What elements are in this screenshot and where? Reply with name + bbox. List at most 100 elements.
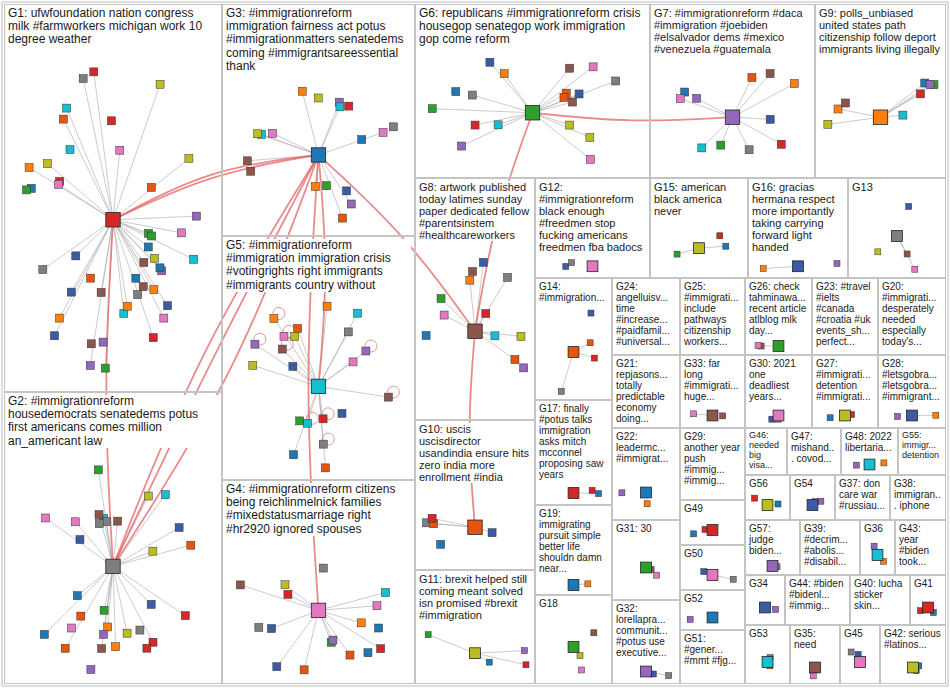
group-panel: G42: serious #latinos... [880,625,946,684]
hub-vertex [311,379,325,393]
vertex [255,623,263,631]
vertex [323,302,331,310]
vertex [560,93,568,101]
group-panel: G48: 2022 libertaria... [841,428,898,475]
group-heading: G14: #immigration... [539,281,608,303]
vertex-edge [54,220,113,336]
group-heading: G20: #immigrati... desperately needed es… [882,281,942,347]
group-heading: G24: angelluisv... time #increase... #pa… [616,281,676,347]
group-panel: G34 [745,575,785,625]
group-panel: G18 [535,595,612,684]
vertex [899,111,907,119]
group-panel: G16: gracias hermana respect more import… [748,178,848,278]
vertex [185,154,193,162]
vertex [904,251,910,257]
group-panel: G20: #immigrati... desperately needed es… [878,278,946,355]
vertex [289,362,297,370]
vertex-edge [475,653,526,665]
vertex [42,514,50,522]
vertex [875,249,881,255]
vertex [375,624,383,632]
vertex-edge [561,352,573,391]
group-heading: G10: uscis uscisdirector usandindia ensu… [419,423,531,483]
vertex [319,564,327,572]
vertex-edge [113,220,127,306]
vertex-edge [470,280,475,331]
group-heading: G50 [684,548,703,559]
vertex [114,517,122,525]
vertex [101,364,109,372]
vertex [589,487,595,493]
group-panel: G25: #immigrati... include pathways citi… [680,278,745,355]
hub-vertex [892,231,903,242]
hub-vertex [468,520,482,534]
group-panel: G24: angelluisv... time #increase... #pa… [612,278,680,355]
group-heading: G27: #immigrati... detention #immigrati.… [816,358,874,402]
vertex [466,276,474,284]
vertex-edge [533,113,591,160]
vertex [440,311,448,319]
vertex [144,243,152,251]
vertex-edge [533,81,616,113]
vertex-edge [258,134,319,155]
group-heading: G28: #letsgobra... #letsgobra... #immigr… [882,358,942,402]
vertex [848,649,854,655]
hub-vertex [694,243,705,254]
hub-vertex [311,603,325,617]
hub-vertex [840,410,851,421]
hub-vertex [807,500,818,511]
group-heading: G29: another year push #immig... #immig.… [684,431,741,486]
vertex [428,105,436,113]
vertex-edge [46,518,113,566]
vertex [123,629,131,637]
vertex [586,133,594,141]
group-panel: G43: year #biden took... [895,520,946,575]
vertex [99,338,107,346]
vertex [86,274,94,282]
vertex [156,80,164,88]
vertex [772,606,778,612]
group-panel: G17: finally #potus talks immigration as… [535,400,612,505]
hub-vertex [762,500,773,511]
vertex [236,581,244,589]
vertex [120,309,128,317]
vertex-edge [113,566,185,615]
hub-vertex [855,657,866,668]
hub-vertex [525,106,539,120]
group-panel: G46: needed big visa... [745,428,787,475]
vertex [87,340,95,348]
group-panel: G57: judge biden... [745,520,800,575]
hub-vertex [568,488,579,499]
vertex [112,643,120,651]
hub-vertex [907,410,918,421]
vertex [596,491,602,497]
group-panel: G19: immigrating pursuit simple better l… [535,505,612,595]
hub-vertex [311,148,325,162]
group-heading: G6: republicans #immigrationreform crisi… [419,7,646,47]
vertex [730,576,736,582]
group-heading: G19: immigrating pursuit simple better l… [539,508,608,574]
vertex [428,514,436,522]
vertex-edge [533,67,594,113]
vertex [136,626,144,634]
vertex [100,606,108,614]
group-panel: G37: don care war #russiau... [835,475,890,520]
group-panel: G51: #gener... #mmt #fjg... [680,630,745,684]
group-heading: G15: american black america never [654,181,744,217]
vertex [86,361,94,369]
vertex-edge [319,386,389,397]
group-heading: G32: lorellapra... communit... #potus us… [616,603,676,658]
vertex [933,412,939,418]
group-heading: G30: 2021 one deadliest years... [749,358,808,402]
vertex [40,630,48,638]
vertex [881,460,887,466]
vertex [347,200,355,208]
vertex [585,581,591,587]
vertex [147,183,155,191]
hub-vertex [923,602,934,613]
group-heading: G41 [914,578,933,589]
group-panel: G6: republicans #immigrationreform crisi… [415,4,650,178]
vertex [150,286,158,294]
vertex [123,302,131,310]
